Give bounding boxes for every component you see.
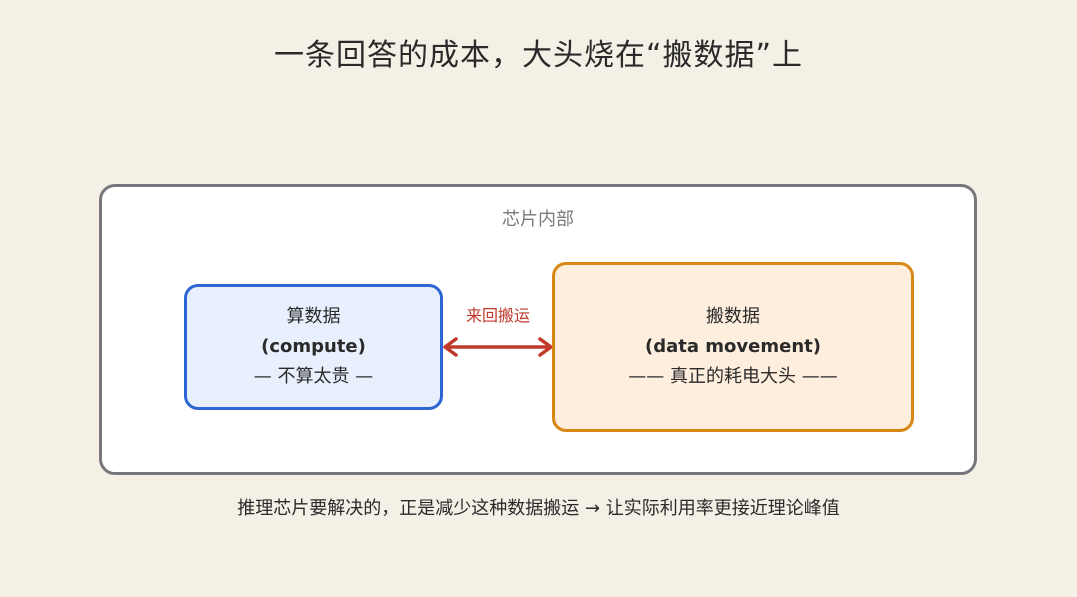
- arrow-label: 来回搬运: [465, 306, 530, 325]
- compute-title: 算数据: [286, 306, 341, 327]
- compute-box: 算数据 (compute) — 不算太贵 —: [184, 284, 443, 410]
- movement-title: 搬数据: [706, 306, 760, 327]
- chip-label: 芯片内部: [502, 209, 574, 230]
- compute-subtitle: (compute): [261, 336, 366, 357]
- data-movement-box: 搬数据 (data movement) —— 真正的耗电大头 ——: [552, 262, 914, 432]
- movement-note: —— 真正的耗电大头 ——: [628, 366, 838, 387]
- page-title: 一条回答的成本，大头烧在“搬数据”上: [273, 38, 804, 73]
- compute-note: — 不算太贵 —: [253, 366, 374, 387]
- movement-subtitle: (data movement): [645, 336, 821, 357]
- double-arrow-icon: [443, 337, 553, 357]
- footer-caption: 推理芯片要解决的，正是减少这种数据搬运 → 让实际利用率更接近理论峰值: [237, 498, 840, 519]
